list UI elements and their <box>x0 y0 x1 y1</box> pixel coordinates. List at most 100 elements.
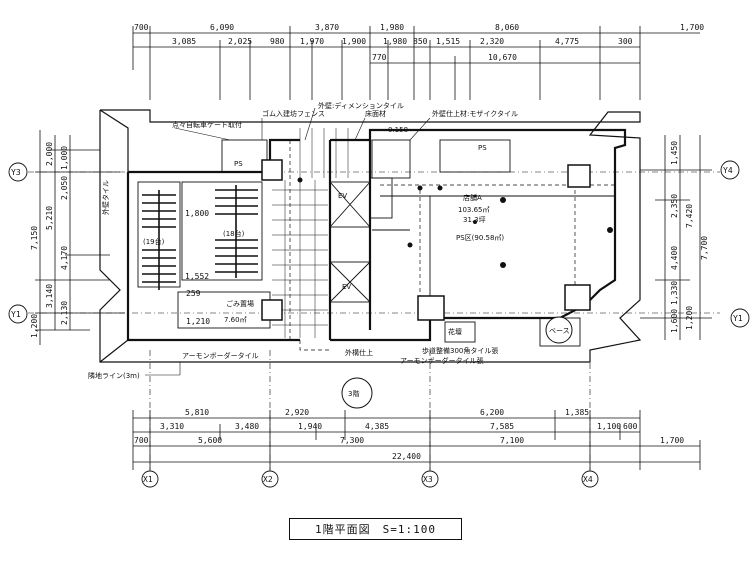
dim-top2-3: 980 <box>270 37 285 46</box>
dim-left-2: 1,200 <box>30 314 39 338</box>
note-bottom-d: アーモンボーダータイル張 <box>400 356 484 365</box>
floor-plan-title: 1階平面図 <box>315 523 371 536</box>
dim-left-5: 3,140 <box>45 284 54 308</box>
bicycle-racks <box>142 185 258 290</box>
dim-259: 259 <box>186 289 201 298</box>
dim-1210: 1,210 <box>186 317 210 326</box>
dim-top-1: 700 <box>134 23 149 32</box>
grid-label-y1-left: Y1 <box>11 310 21 319</box>
dim-left-4: 5,210 <box>45 206 54 230</box>
floor-tile-grid <box>272 128 349 338</box>
note-top-d: 床面材 <box>365 109 386 118</box>
dim-left-1: 7,150 <box>30 226 39 250</box>
callout-text: 点々自転車ケート取付 ゴム入建坊フェンス 外壁:ディメンションタイル 床面材 外… <box>88 101 518 380</box>
grid-bubbles <box>8 160 750 488</box>
dim-top-2: 6,090 <box>210 23 234 32</box>
note-top-b: ゴム入建坊フェンス <box>262 109 325 118</box>
structural-columns <box>261 159 591 321</box>
dim-bot2-6: 1,100 <box>597 422 621 431</box>
dim-right-m6: 1,200 <box>685 306 694 330</box>
dim-1800: 1,800 <box>185 209 209 218</box>
site-boundary <box>99 109 642 363</box>
shop-a-area-tsubo: 31.3坪 <box>463 216 486 224</box>
grid-label-y3: Y3 <box>11 168 21 177</box>
top-dimension-text: 700 6,090 3,870 1,980 8,060 1,700 3,085 … <box>134 23 704 62</box>
drawing-scale: S=1:100 <box>382 522 436 536</box>
shop-a-label: 店舗A <box>463 193 482 202</box>
dim-top-6: 1,700 <box>680 23 704 32</box>
room-labels: 店舗A 103.65㎡ 31.3坪 PS区(90.58㎡) PS PS EV E… <box>143 126 504 326</box>
dim-top2-2: 2,025 <box>228 37 252 46</box>
right-stamp-text: ベース <box>549 327 570 335</box>
dim-right-m5: 1,600 <box>670 309 679 333</box>
dim-bot2-1: 3,310 <box>160 422 184 431</box>
dim-bot2-2: 3,480 <box>235 422 259 431</box>
fixtures <box>297 177 613 268</box>
dim-right-o1: 7,420 <box>685 204 694 228</box>
dim-top-4: 1,980 <box>380 23 404 32</box>
dim-bot3-2: 5,600 <box>198 436 222 445</box>
shop-a-seats: PS区(90.58㎡) <box>456 234 504 242</box>
note-top-c: 外壁:ディメンションタイル <box>318 101 404 110</box>
dim-top-5: 8,060 <box>495 23 519 32</box>
dim-top3-1: 770 <box>372 53 387 62</box>
dim-top2-4: 1,970 <box>300 37 324 46</box>
dim-bot3-4: 7,100 <box>500 436 524 445</box>
dim-top2-5: 1,900 <box>342 37 366 46</box>
dim-left-7: 2,050 <box>60 176 69 200</box>
dim-left-6: 1,000 <box>60 146 69 170</box>
dim-bot1-3: 6,200 <box>480 408 504 417</box>
dim-top2-6: 1,980 <box>383 37 407 46</box>
dim-bot1-4: 1,385 <box>565 408 589 417</box>
dim-bot-total: 22,400 <box>392 452 421 461</box>
right-dimension-lines <box>640 135 712 340</box>
note-planter: 花壇 <box>448 327 462 336</box>
dim-right-m1: 1,450 <box>670 141 679 165</box>
drawing-title-block: 1階平面図 S=1:100 <box>289 518 462 540</box>
ev-label-2: EV <box>342 283 351 291</box>
dim-top2-7: 850 <box>413 37 428 46</box>
dim-bot3-3: 7,300 <box>340 436 364 445</box>
dim-top-3: 3,870 <box>315 23 339 32</box>
note-bottom-a: アーモンボーダータイル <box>182 351 259 360</box>
dim-bot3-5: 1,700 <box>660 436 684 445</box>
stamp: 3階 ベース <box>341 316 573 409</box>
dim-top3-2: 10,670 <box>488 53 517 62</box>
note-left-wall: 外壁タイル <box>101 180 110 215</box>
top-dimension-lines <box>132 26 700 100</box>
bike-count-2: (18台) <box>223 229 245 238</box>
grid-label-x1: X1 <box>143 475 153 484</box>
dim-bot2-4: 4,385 <box>365 422 389 431</box>
dim-top2-9: 2,320 <box>480 37 504 46</box>
dim-right-m2: 2,350 <box>670 194 679 218</box>
elevator-shaft <box>329 181 371 303</box>
ev-label-1: EV <box>338 192 347 200</box>
trash-room-area: 7.60㎡ <box>224 316 247 324</box>
dim-right-m4: 1,330 <box>670 281 679 305</box>
right-dimension-text: 1,450 2,350 4,400 1,330 1,600 1,200 7,42… <box>670 141 709 333</box>
dim-left-9: 2,130 <box>60 301 69 325</box>
dim-right-o2: 7,700 <box>700 236 709 260</box>
dim-158: 0.158 <box>388 126 408 134</box>
dim-top2-10: 4,775 <box>555 37 579 46</box>
trash-room-label: ごみ置場 <box>226 299 254 308</box>
dim-left-3: 2,000 <box>45 142 54 166</box>
grid-label-y4: Y4 <box>723 166 733 175</box>
note-road-line: 隣地ライン(3m) <box>88 371 140 380</box>
callout-leaders <box>145 107 431 376</box>
note-bottom-c: 歩道整備300角タイル張 <box>422 346 498 355</box>
dim-left-8: 4,170 <box>60 246 69 270</box>
dim-bot2-3: 1,940 <box>298 422 322 431</box>
dim-bot1-2: 2,920 <box>285 408 309 417</box>
ps-label-1: PS <box>234 160 243 168</box>
dim-bot2-5: 7,585 <box>490 422 514 431</box>
dashed-lines <box>289 140 615 351</box>
note-bottom-b: 外構仕上 <box>345 348 373 357</box>
grid-label-x4: X4 <box>583 475 593 484</box>
stamp-text: 3階 <box>348 389 359 398</box>
dim-top2-1: 3,085 <box>172 37 196 46</box>
bottom-dimension-lines <box>132 410 701 470</box>
building-walls <box>126 128 627 342</box>
dim-1552: 1,552 <box>185 272 209 281</box>
note-top-e: 外壁仕上材:モザイクタイル <box>432 109 518 118</box>
